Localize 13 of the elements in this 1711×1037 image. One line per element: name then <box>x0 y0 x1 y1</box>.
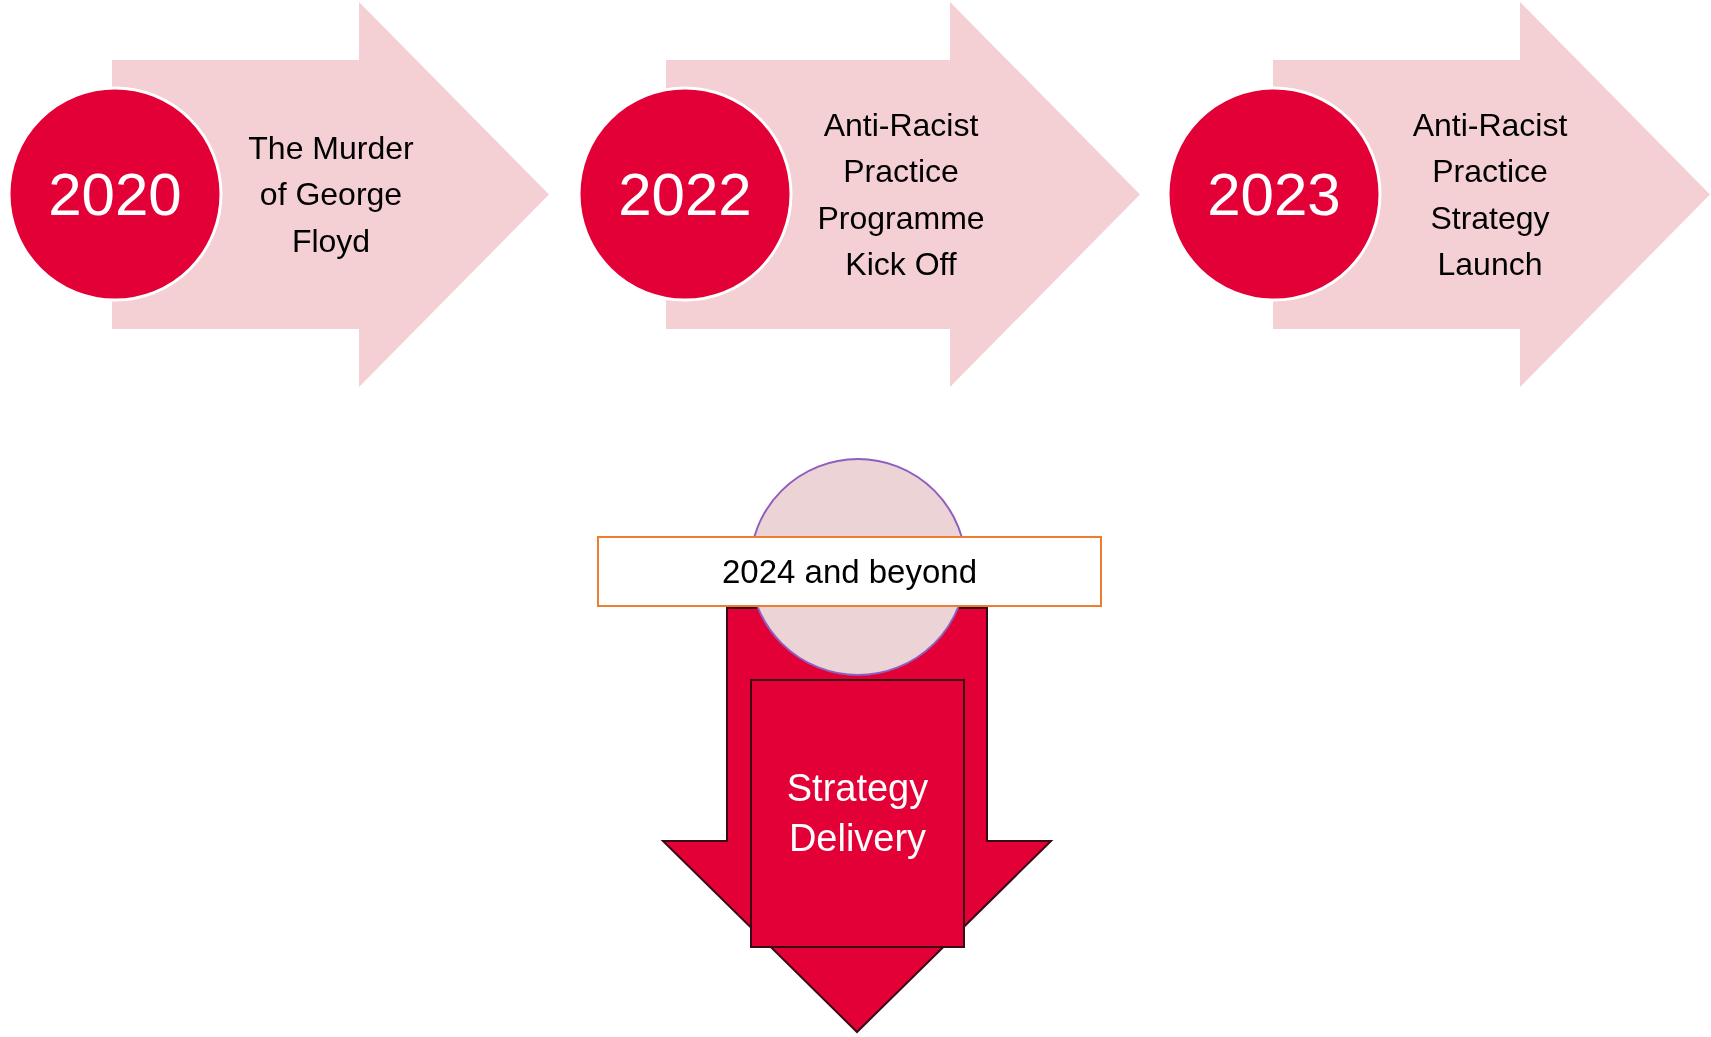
box-text: 2024 and beyond <box>720 551 979 592</box>
milestone-text: The Murder of George Floyd <box>247 128 415 261</box>
milestone-text: Anti-Racist Practice Strategy Launch <box>1411 105 1569 284</box>
delivery-box <box>750 679 965 948</box>
label-box <box>597 536 1102 607</box>
year-circle <box>7 86 223 302</box>
year-label: 2023 <box>1206 159 1342 230</box>
delivery-text: Strategy Delivery <box>785 766 930 861</box>
milestone-text: Anti-Racist Practice Programme Kick Off <box>816 105 986 284</box>
year-label: 2022 <box>617 159 753 230</box>
year-circle <box>1166 86 1382 302</box>
year-circle <box>577 86 793 302</box>
year-label: 2020 <box>47 159 183 230</box>
